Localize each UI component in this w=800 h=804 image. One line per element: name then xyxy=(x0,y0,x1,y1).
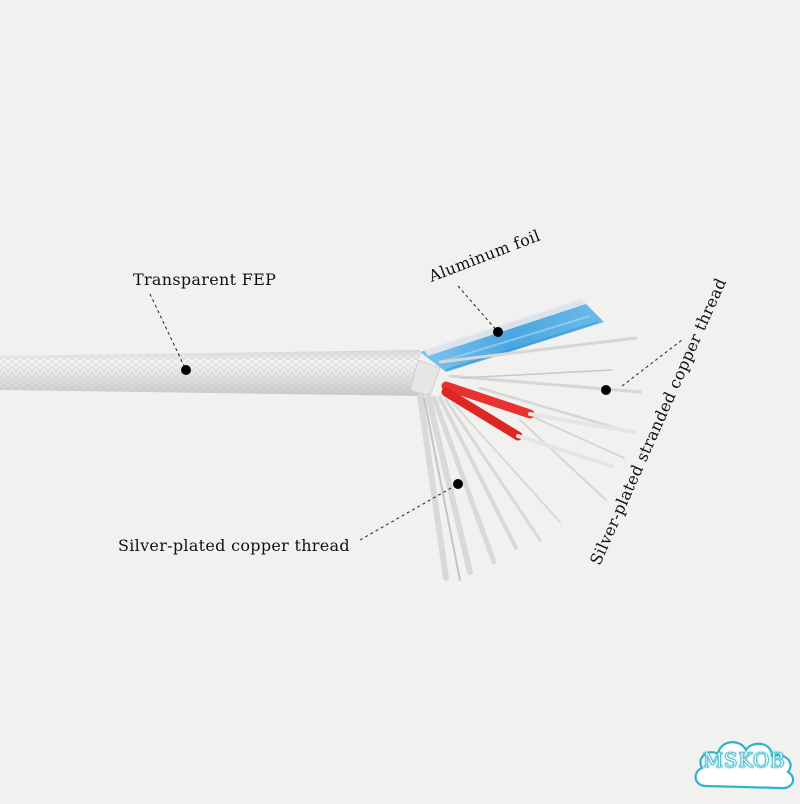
stranded-copper-threads xyxy=(438,336,642,501)
silver-braid-fan xyxy=(409,359,561,581)
dot-marker-icon xyxy=(181,327,611,489)
aluminum-foil xyxy=(420,298,604,372)
leader-lines xyxy=(149,285,683,541)
cable-jacket xyxy=(0,350,424,396)
logo-text: MSKOB xyxy=(702,748,786,773)
brand-logo: MSKOB xyxy=(688,728,800,800)
cloud-icon xyxy=(694,741,795,790)
red-wires xyxy=(441,381,636,468)
label-silver-plated-copper-thread: Silver-plated copper thread xyxy=(118,536,350,555)
label-transparent-fep: Transparent FEP xyxy=(133,270,277,289)
